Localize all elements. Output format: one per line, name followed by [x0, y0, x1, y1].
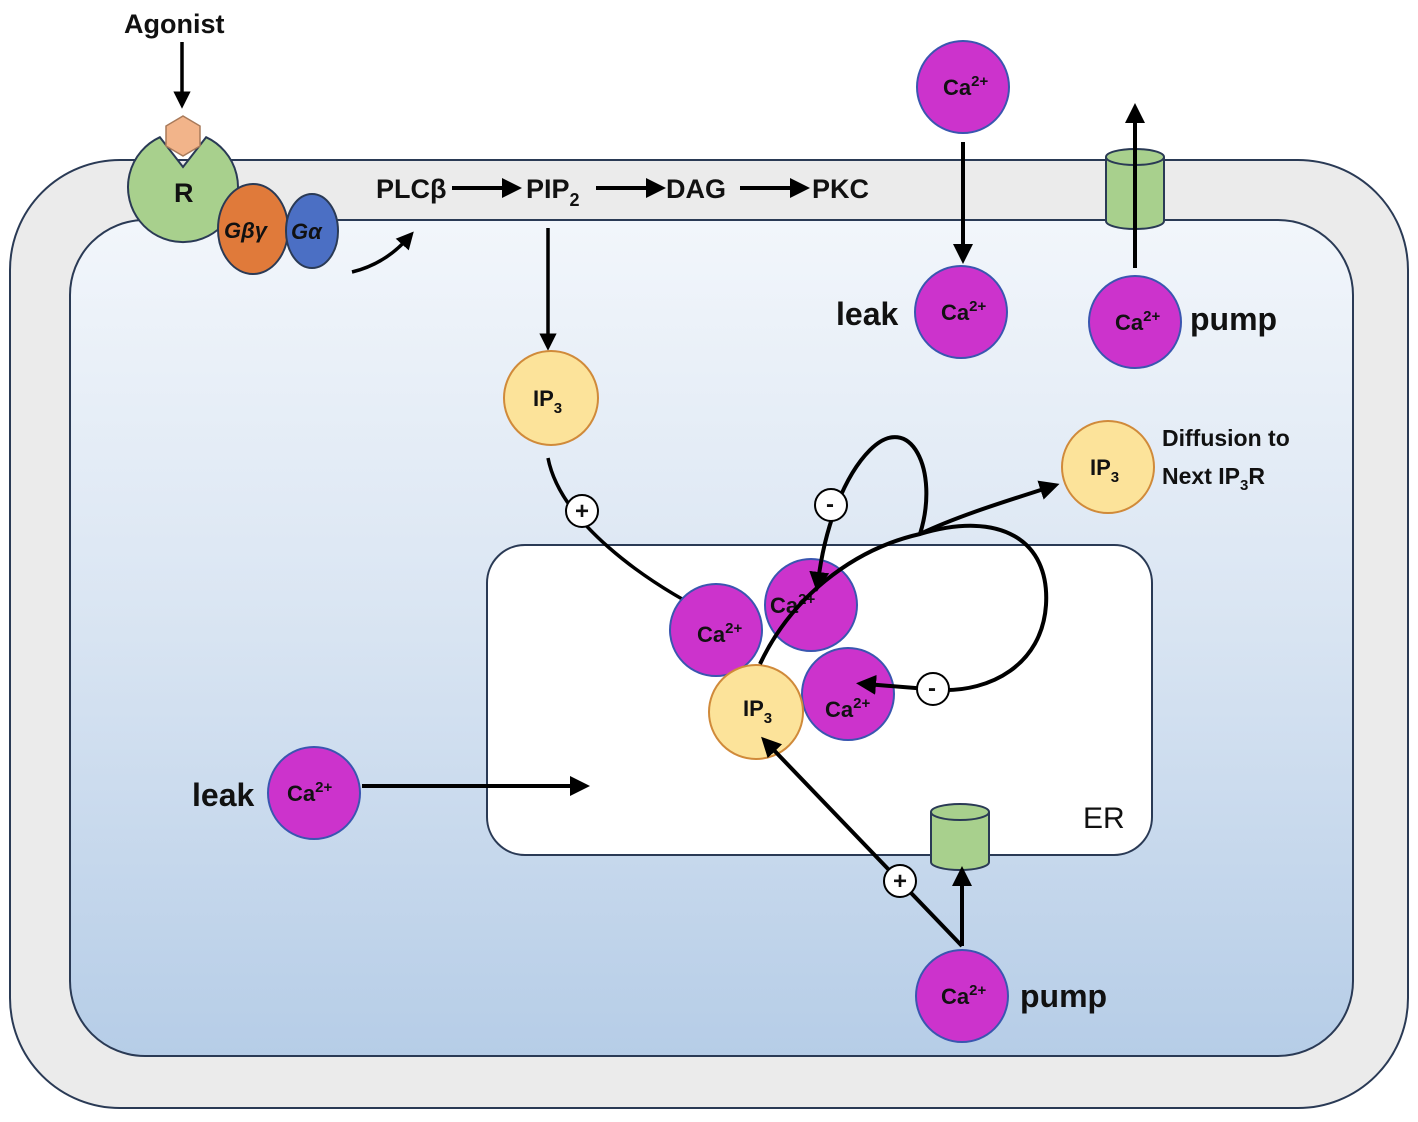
feedback-loop-right [856, 523, 1049, 695]
ca-er-1-label: Ca2+ [697, 620, 742, 647]
activation-arrow [351, 231, 414, 274]
agonist-label: Agonist [124, 9, 225, 39]
ca-er-3-label: Ca2+ [825, 695, 870, 722]
minus-sign-top-label: - [826, 491, 834, 518]
pump-channel-er-top [930, 803, 990, 821]
pip2-label: PIP2 [526, 174, 580, 210]
arrow-diffusion [758, 480, 1060, 665]
arrow-pump-to-ip3r [761, 736, 964, 948]
pkc-label: PKC [812, 174, 869, 204]
g-alpha [285, 193, 339, 269]
ca-extracellular-label: Ca2+ [943, 73, 988, 100]
diffusion-label-line1: Diffusion to [1162, 425, 1290, 451]
er-label: ER [1083, 802, 1125, 835]
receptor-label: R [174, 178, 194, 208]
ca-leak-top [914, 265, 1008, 359]
ip3-receptor-label: IP3 [743, 696, 772, 727]
dag-label: DAG [666, 174, 726, 204]
ca-pump-top [1088, 275, 1182, 369]
diffusion-label-line2: Next IP3R [1162, 463, 1265, 494]
feedback-loop-top [809, 435, 929, 592]
ip3-diffusion [1061, 420, 1155, 514]
pump-label-top: pump [1190, 301, 1277, 337]
minus-sign-right [916, 672, 950, 706]
ca-er-1 [669, 583, 763, 677]
ip3-diffusion-label: IP3 [1090, 455, 1119, 486]
ca-pump-bottom [915, 949, 1009, 1043]
plus-sign-pump [883, 864, 917, 898]
g-alpha-label: Gα [291, 219, 323, 244]
g-beta-gamma-label: Gβγ [224, 218, 269, 243]
ca-pump-bottom-label: Ca2+ [941, 982, 986, 1009]
ca-leak-bottom [267, 746, 361, 840]
ca-er-3 [801, 647, 895, 741]
pump-label-bottom: pump [1020, 978, 1107, 1014]
leak-label-top: leak [836, 296, 898, 332]
plus-sign-ip3 [565, 494, 599, 528]
receptor-shape [127, 135, 239, 244]
leak-label-bottom: leak [192, 777, 254, 813]
ca-leak-bottom-label: Ca2+ [287, 779, 332, 806]
plus-sign-ip3-label: + [575, 498, 589, 525]
plus-sign-pump-label: + [893, 868, 907, 895]
ca-er-2 [764, 558, 858, 652]
ca-pump-top-label: Ca2+ [1115, 308, 1160, 335]
ip3-receptor [708, 664, 804, 760]
plc-beta-label: PLCβ [376, 174, 446, 204]
ligand-hexagon [165, 115, 201, 157]
ca-extracellular [916, 40, 1010, 134]
ip3-cytosol [503, 350, 599, 446]
minus-sign-top [814, 488, 848, 522]
minus-sign-right-label: - [928, 675, 936, 702]
ca-leak-top-label: Ca2+ [941, 298, 986, 325]
ip3-cytosol-label: IP3 [533, 386, 562, 417]
